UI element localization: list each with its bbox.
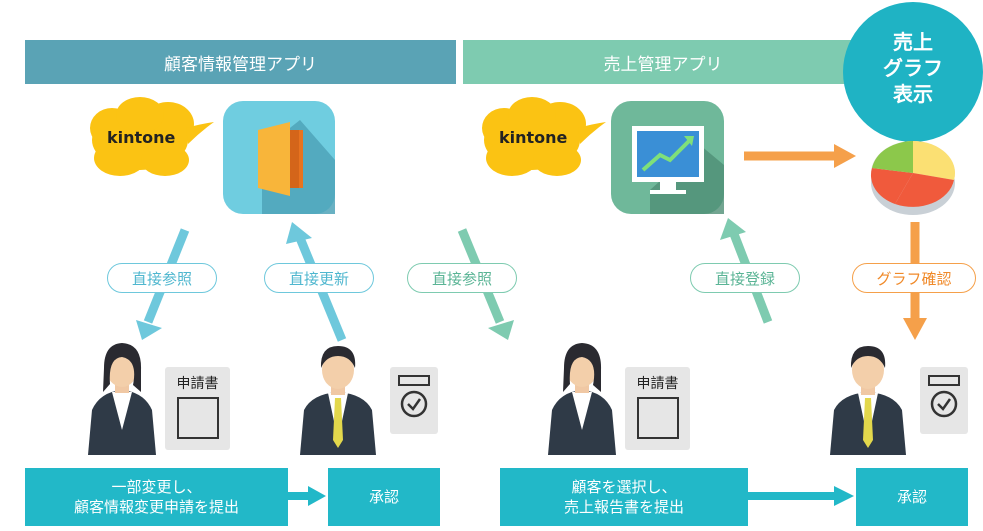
label-direct-update: 直接更新: [264, 263, 374, 293]
kintone-cloud-right-icon: [482, 97, 606, 176]
kintone-cloud-left-icon: [90, 97, 214, 176]
approval-bar-icon-right: [928, 375, 960, 386]
arrow-right-flow: [748, 486, 854, 506]
application-form-title-right: 申請書: [636, 376, 679, 392]
badge-line3: 表示: [893, 82, 933, 106]
right-request-line1: 顧客を選択し、: [571, 478, 677, 496]
pie-chart-icon: [870, 141, 956, 215]
application-form-doc-right: 申請書: [625, 367, 690, 450]
check-circle-icon-right: [930, 390, 958, 418]
monitor-app-icon: [611, 101, 724, 214]
kintone-label-right: kintone: [499, 128, 568, 147]
label-direct-register: 直接登録: [690, 263, 800, 293]
kintone-label-left: kintone: [107, 128, 176, 147]
badge-line2: グラフ: [883, 56, 943, 80]
label-direct-ref-2: 直接参照: [407, 263, 517, 293]
application-form-title: 申請書: [176, 376, 219, 392]
sales-app-title: 売上管理アプリ: [603, 54, 723, 75]
form-square-icon: [177, 397, 219, 439]
application-form-doc-left: 申請書: [165, 367, 230, 450]
arrow-to-pie: [744, 144, 856, 168]
left-request-line2: 顧客情報変更申請を提出: [73, 498, 239, 516]
approve-label-left: 承認: [368, 488, 399, 506]
form-square-icon-right: [637, 397, 679, 439]
customer-app-banner: 顧客情報管理アプリ: [25, 40, 456, 84]
left-request-line1: 一部変更し、: [111, 478, 202, 496]
approve-label-right: 承認: [896, 488, 927, 506]
graph-badge: 売上 グラフ 表示: [843, 2, 983, 142]
approve-box-left: 承認: [328, 468, 440, 526]
right-request-line2: 売上報告書を提出: [563, 498, 684, 516]
badge-line1: 売上: [893, 30, 933, 54]
folder-app-icon: [223, 101, 335, 214]
approval-doc-right: [920, 367, 968, 434]
left-request-box: 一部変更し、 顧客情報変更申請を提出: [25, 468, 288, 526]
arrow-left-flow: [288, 486, 326, 506]
sales-app-banner: 売上管理アプリ: [463, 40, 863, 84]
approve-box-right: 承認: [856, 468, 968, 526]
approval-doc-left: [390, 367, 438, 434]
check-circle-icon: [400, 390, 428, 418]
man-person-icon-right: [830, 346, 906, 455]
label-direct-ref-1: 直接参照: [107, 263, 217, 293]
woman-person-icon-right: [548, 343, 616, 455]
right-request-box: 顧客を選択し、 売上報告書を提出: [500, 468, 748, 526]
man-person-icon-left: [300, 346, 376, 455]
woman-person-icon-left: [88, 343, 156, 455]
label-graph-check: グラフ確認: [852, 263, 976, 293]
customer-app-title: 顧客情報管理アプリ: [164, 54, 317, 75]
approval-bar-icon: [398, 375, 430, 386]
